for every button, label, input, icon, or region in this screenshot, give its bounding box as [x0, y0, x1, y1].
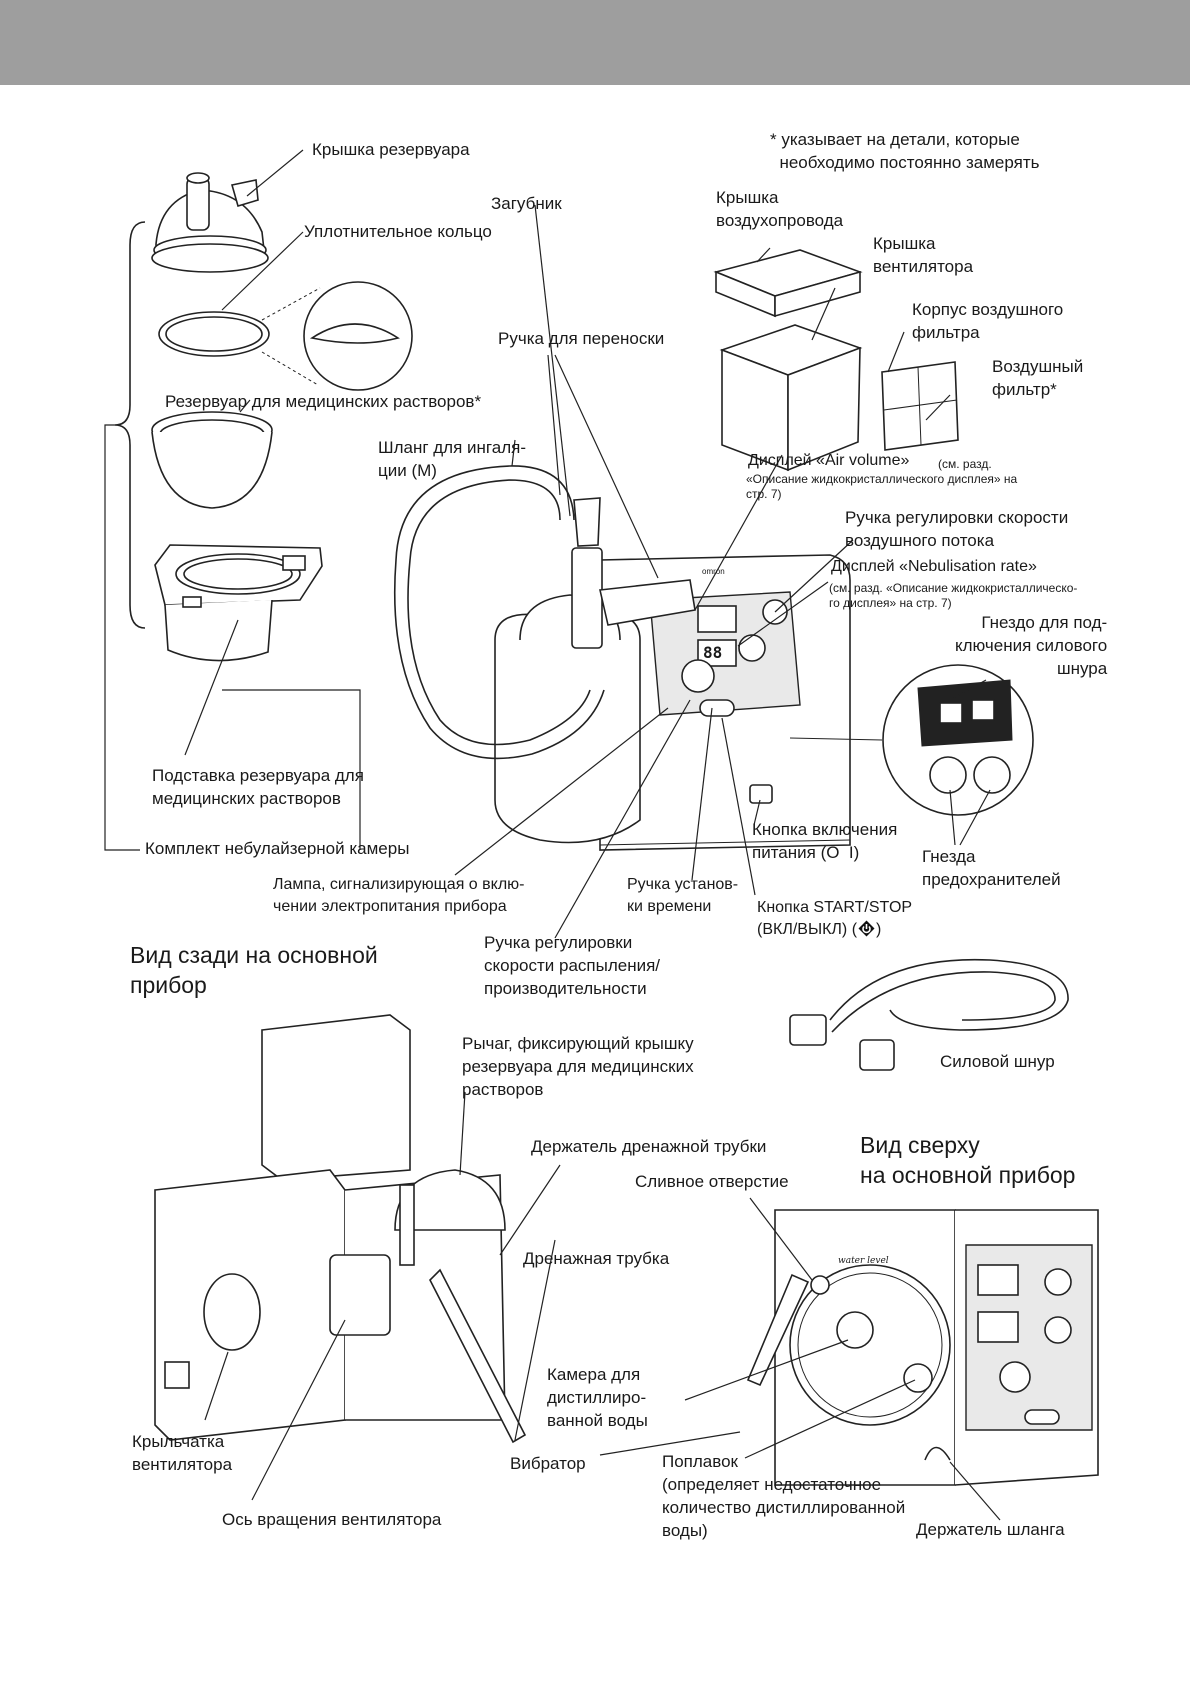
label-medication-reservoir: Резервуар для медицинских растворов*: [165, 392, 482, 411]
power-switch-shape: [749, 784, 773, 804]
reservoir-cap-drawing: [151, 172, 269, 273]
label-seal-ring: Уплотнительное кольцо: [304, 222, 492, 241]
label-float: Поплавок (определяет недостаточное колич…: [662, 1452, 906, 1540]
start-stop-text: Кнопка START/STOP (ВКЛ/ВЫКЛ) (: [757, 899, 913, 938]
note-text: * указывает на детали, которые необходим…: [770, 130, 1040, 172]
water-level-mark: water level: [838, 1256, 889, 1266]
label-timer-knob: Ручка установ- ки времени: [627, 876, 739, 915]
duct-cover-drawing: [713, 249, 863, 318]
top-view-drawing: [746, 1209, 1099, 1486]
start-stop-shape: [699, 699, 735, 717]
label-fan-axis: Ось вращения вентилятора: [222, 1510, 442, 1529]
rear-view-heading: Вид сзади на основной прибор: [130, 942, 378, 998]
label-power-button: Кнопка включения питания (O I): [752, 820, 898, 862]
air-volume-lcd: [697, 605, 737, 633]
leader-lines: [184, 149, 1001, 1521]
rear-view-drawing: [154, 1014, 527, 1444]
lcd-digits: 88: [703, 643, 723, 662]
main-unit-drawing: [494, 497, 851, 851]
label-filter-housing: Корпус воздушного фильтра: [912, 300, 1064, 342]
chamber-kit-brace: [104, 221, 146, 851]
header-bar: [0, 0, 1190, 85]
fan-cover-drawing: [719, 324, 863, 472]
label-nebulisation-knob: Ручка регулировки скорости распыления/ п…: [484, 933, 661, 998]
label-cap-lever: Рычаг, фиксирующий крышку резервуара для…: [462, 1034, 694, 1099]
brand-mark: omron: [702, 567, 725, 576]
label-plug: Загубник: [491, 194, 562, 213]
label-start-stop: Кнопка START/STOP (ВКЛ/ВЫКЛ) (): [757, 897, 912, 941]
label-duct-cover: Крышка воздухопровода: [716, 188, 844, 230]
label-nebulisation-ref: (см. разд. «Описание жидкокристаллическо…: [829, 581, 1078, 610]
start-stop-icon: [858, 920, 875, 937]
power-socket-drawing: [789, 664, 1034, 816]
label-drain-tube-holder: Держатель дренажной трубки: [531, 1137, 767, 1156]
label-drain-tube: Дренажная трубка: [523, 1249, 670, 1268]
label-reservoir-cap: Крышка резервуара: [312, 140, 470, 159]
label-drain-hole: Сливное отверстие: [635, 1172, 789, 1191]
label-air-volume-display: Дисплей «Air volume»: [748, 452, 910, 469]
reservoir-stand-drawing: [154, 544, 323, 662]
air-volume-ref-text: (см. разд. «Описание жидкокристаллическо…: [746, 457, 1018, 501]
label-air-volume-ref: (см. разд. «Описание жидкокристаллическо…: [746, 457, 1017, 502]
label-vibrator: Вибратор: [510, 1454, 586, 1473]
label-power-socket: Гнездо для под- ключения силового шнура: [955, 613, 1108, 678]
label-fuse-sockets: Гнезда предохранителей: [922, 847, 1061, 889]
label-hose-holder: Держатель шланга: [916, 1520, 1065, 1539]
label-water-chamber: Камера для дистиллиро- ванной воды: [547, 1365, 648, 1430]
label-inhalation-hose: Шланг для ингаля- ции (M): [378, 438, 526, 480]
medication-reservoir-drawing: [151, 411, 273, 509]
label-power-cord: Силовой шнур: [940, 1052, 1055, 1071]
label-nebulisation-display: Дисплей «Nebulisation rate»: [831, 558, 1037, 575]
label-power-lamp: Лампа, сигнализирующая о вклю- чении эле…: [273, 876, 525, 915]
top-view-heading: Вид сверху на основной прибор: [860, 1132, 1076, 1188]
power-cord-drawing: [789, 958, 1069, 1071]
seal-ring-drawing: [158, 281, 413, 391]
nebulisation-knob-shape: [681, 659, 715, 693]
label-reservoir-stand: Подставка резервуара для медицинских рас…: [152, 766, 364, 808]
inhalation-hose-drawing: [393, 465, 605, 760]
label-fan-impeller: Крыльчатка вентилятора: [132, 1432, 233, 1474]
start-stop-tail: ): [876, 921, 882, 938]
label-airflow-knob: Ручка регулировки скорости воздушного по…: [845, 508, 1069, 550]
label-carry-handle: Ручка для переноски: [498, 329, 665, 348]
filter-housing-drawing: [881, 361, 959, 451]
label-fan-cover: Крышка вентилятора: [873, 234, 974, 276]
label-air-filter: Воздушный фильтр*: [992, 357, 1084, 399]
label-chamber-kit: Комплект небулайзерной камеры: [145, 839, 410, 858]
